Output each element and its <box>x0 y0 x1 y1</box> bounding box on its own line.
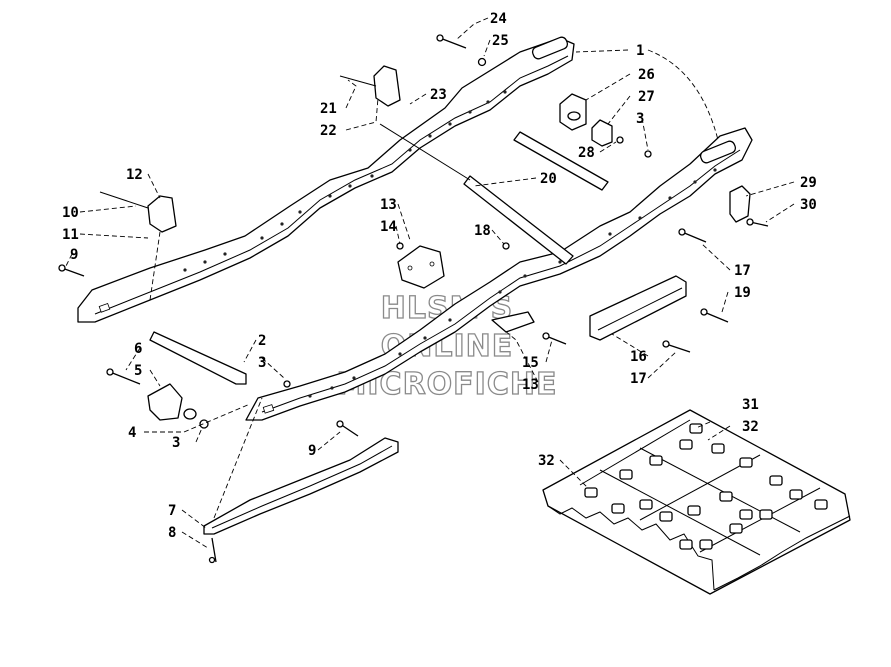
callout-28: 28 <box>578 145 595 161</box>
callout-1: 1 <box>636 43 644 59</box>
callout-3-wheel: 3 <box>172 435 180 451</box>
callout-9-lower: 9 <box>308 443 316 459</box>
callout-24: 24 <box>490 11 507 27</box>
callout-17-lower: 17 <box>630 371 647 387</box>
callout-20: 20 <box>540 171 557 187</box>
callout-9: 9 <box>70 247 78 263</box>
callout-22: 22 <box>320 123 337 139</box>
drive-track <box>542 409 851 595</box>
callout-6: 6 <box>134 341 142 357</box>
left-slide-rail <box>77 36 575 323</box>
callout-23: 23 <box>430 87 447 103</box>
callout-13-lower: 13 <box>522 377 539 393</box>
callout-25: 25 <box>492 33 509 49</box>
callout-18: 18 <box>474 223 491 239</box>
callout-8: 8 <box>168 525 176 541</box>
callout-12: 12 <box>126 167 143 183</box>
callout-3: 3 <box>636 111 644 127</box>
callout-10: 10 <box>62 205 79 221</box>
wear-strip-support <box>589 275 687 341</box>
right-slide-rail <box>245 127 753 421</box>
callout-19: 19 <box>734 285 751 301</box>
callout-16: 16 <box>630 349 647 365</box>
idler-wheel <box>147 383 197 421</box>
middle-bracket <box>397 245 445 289</box>
callout-3-front: 3 <box>258 355 266 371</box>
callout-26: 26 <box>638 67 655 83</box>
callout-14: 14 <box>380 219 397 235</box>
callout-31: 31 <box>742 397 759 413</box>
callout-27: 27 <box>638 89 655 105</box>
callout-29: 29 <box>800 175 817 191</box>
callout-30: 30 <box>800 197 817 213</box>
callout-17: 17 <box>734 263 751 279</box>
callout-7: 7 <box>168 503 176 519</box>
callout-13: 13 <box>380 197 397 213</box>
callout-4: 4 <box>128 425 136 441</box>
top-bracket <box>339 65 401 107</box>
callout-21: 21 <box>320 101 337 117</box>
cross-shaft <box>379 123 609 265</box>
hyfax-slider <box>203 437 399 535</box>
side-bracket <box>729 185 751 223</box>
callout-11: 11 <box>62 227 79 243</box>
rear-block <box>559 93 613 147</box>
watermark-line-3: MICROFICHE <box>337 367 558 402</box>
callout-5: 5 <box>134 363 142 379</box>
callout-15: 15 <box>522 355 539 371</box>
angle-bracket <box>491 311 535 333</box>
callout-32-right: 32 <box>742 419 759 435</box>
leader-lines <box>65 17 795 549</box>
hardware <box>58 34 769 564</box>
cross-brace <box>149 331 247 385</box>
callout-32-left: 32 <box>538 453 555 469</box>
parts <box>58 34 851 595</box>
callout-2: 2 <box>258 333 266 349</box>
front-bracket <box>99 191 177 233</box>
callout-labels: 24 25 1 26 27 3 28 21 23 22 12 20 29 30 … <box>62 11 817 541</box>
